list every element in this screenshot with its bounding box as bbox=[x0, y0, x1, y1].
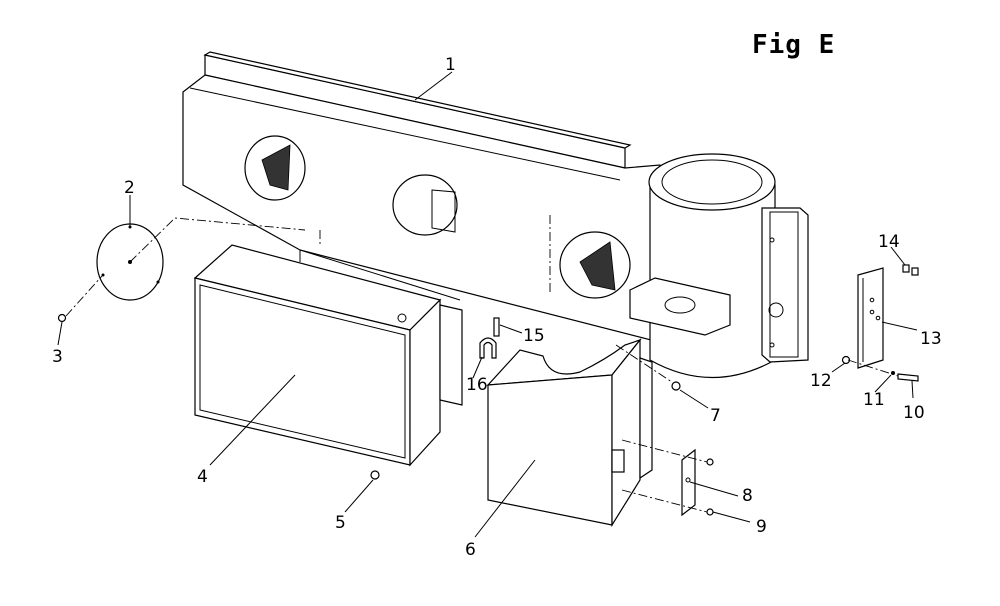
callout-12: 12 bbox=[810, 371, 832, 391]
callout-13: 13 bbox=[920, 329, 942, 349]
part-bracket-13 bbox=[857, 267, 884, 369]
collar-top bbox=[648, 153, 776, 211]
callout-3: 3 bbox=[52, 347, 63, 367]
leader-lines bbox=[57, 71, 918, 538]
part-switch-housing bbox=[486, 338, 653, 528]
part-screw-5 bbox=[370, 470, 380, 480]
callout-14: 14 bbox=[878, 232, 900, 252]
callout-4: 4 bbox=[197, 467, 208, 487]
callout-8: 8 bbox=[742, 486, 753, 506]
beam-opening-middle bbox=[392, 174, 458, 236]
part-bolt-15 bbox=[493, 317, 500, 337]
part-clips-14 bbox=[902, 264, 919, 276]
callout-1: 1 bbox=[445, 55, 456, 75]
callout-5: 5 bbox=[335, 513, 346, 533]
callout-2: 2 bbox=[124, 178, 135, 198]
part-bolt-10 bbox=[897, 373, 919, 382]
part-arm-beam bbox=[182, 51, 809, 379]
callout-9: 9 bbox=[756, 517, 767, 537]
callout-7: 7 bbox=[710, 406, 721, 426]
part-screw-7 bbox=[671, 381, 681, 391]
part-plate-8 bbox=[681, 448, 696, 517]
figure-title: Fig E bbox=[752, 30, 836, 60]
part-screw-3 bbox=[57, 313, 67, 323]
callout-10: 10 bbox=[903, 403, 925, 423]
callout-6: 6 bbox=[465, 540, 476, 560]
part-nut-12 bbox=[841, 355, 851, 365]
callout-11: 11 bbox=[863, 390, 885, 410]
callout-16: 16 bbox=[466, 375, 488, 395]
callout-15: 15 bbox=[523, 326, 545, 346]
part-clamp-16 bbox=[479, 337, 497, 359]
part-electrical-box bbox=[193, 244, 463, 467]
callout-labels: 1 2 3 4 5 6 7 8 9 10 11 12 13 14 15 16 bbox=[52, 55, 942, 560]
